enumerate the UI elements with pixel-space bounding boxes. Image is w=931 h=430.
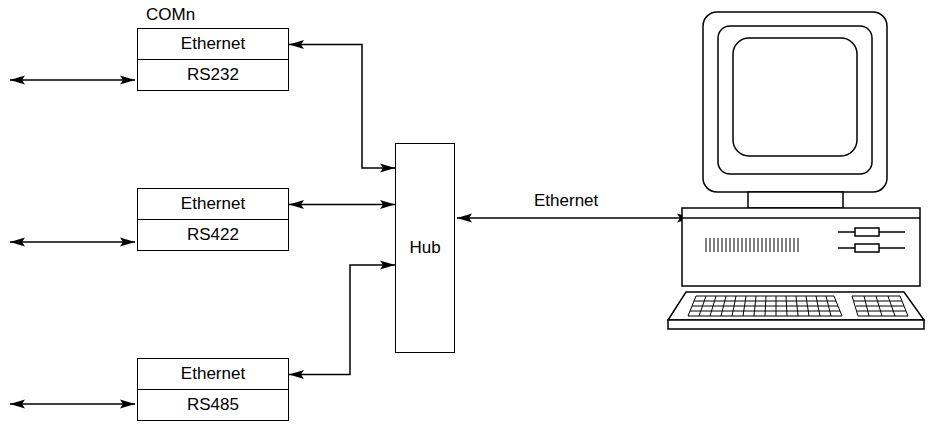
box-section: Ethernet [138,29,288,60]
hub-box: Hub [395,143,455,353]
ethernet-connector [289,265,395,375]
interface-label: Ethernet [181,363,245,385]
interface-label: RS485 [187,394,239,416]
box-section: RS485 [138,390,288,420]
converter-box: EthernetRS485 [137,358,289,421]
hub-label: Hub [409,237,440,259]
interface-label: Ethernet [181,193,245,215]
converter-box: COMnEthernetRS232 [137,28,289,91]
computer-illustration [668,12,924,329]
interface-label: Ethernet [181,33,245,55]
serial-arrow [10,79,135,81]
box-section: RS422 [138,220,288,250]
port-heading: COMn [146,4,195,26]
box-section: Hub [403,233,446,263]
ethernet-connector [289,45,395,169]
link-label: Ethernet [534,190,598,212]
ethernet-link [457,217,692,219]
box-section: RS232 [138,60,288,90]
interface-label: RS422 [187,224,239,246]
box-section: Ethernet [138,359,288,390]
box-section: Ethernet [138,189,288,220]
ethernet-connector [289,204,395,206]
serial-arrow [10,241,135,243]
interface-label: RS232 [187,64,239,86]
converter-box: EthernetRS422 [137,188,289,251]
serial-arrow [10,403,135,405]
